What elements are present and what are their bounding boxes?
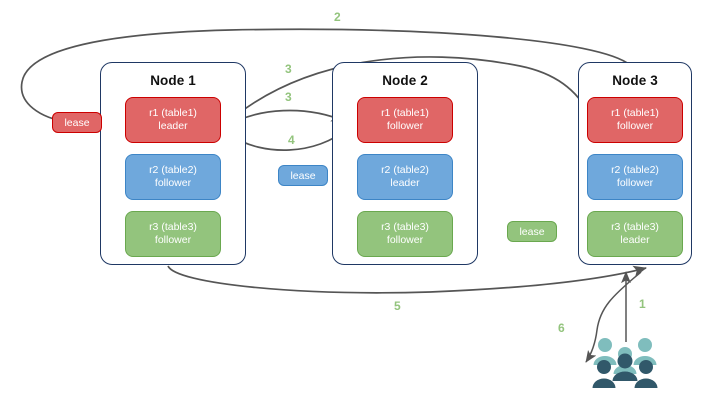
node-card-node2[interactable]: Node 2 r1 (table1) follower r2 (table2) … bbox=[332, 62, 478, 265]
replica-name: r2 (table2) bbox=[149, 164, 197, 176]
replica-name: r1 (table1) bbox=[611, 107, 659, 119]
replica-role: follower bbox=[616, 120, 654, 132]
replica-role: follower bbox=[616, 177, 654, 189]
step-label-3-lower: 3 bbox=[285, 90, 292, 104]
step-label-4: 4 bbox=[288, 133, 295, 147]
replica-name: r2 (table2) bbox=[611, 164, 659, 176]
replica-chip-r3[interactable]: r3 (table3) leader bbox=[587, 211, 683, 257]
replica-chip-r1[interactable]: r1 (table1) follower bbox=[587, 97, 683, 143]
replica-chip-r2[interactable]: r2 (table2) leader bbox=[357, 154, 453, 200]
replica-chip-r2[interactable]: r2 (table2) follower bbox=[125, 154, 221, 200]
replica-name: r2 (table2) bbox=[381, 164, 429, 176]
replica-role: leader bbox=[158, 120, 188, 132]
replica-role: leader bbox=[620, 234, 650, 246]
node-card-node3[interactable]: Node 3 r1 (table1) follower r2 (table2) … bbox=[578, 62, 692, 265]
replica-role: follower bbox=[154, 234, 192, 246]
node-title: Node 2 bbox=[382, 73, 428, 88]
replica-chip-r1[interactable]: r1 (table1) follower bbox=[357, 97, 453, 143]
step-label-3-upper: 3 bbox=[285, 62, 292, 76]
replica-name: r3 (table3) bbox=[149, 221, 197, 233]
replica-role: follower bbox=[154, 177, 192, 189]
step-label-5: 5 bbox=[394, 299, 401, 313]
step-label-6: 6 bbox=[558, 321, 565, 335]
node-title: Node 1 bbox=[150, 73, 196, 88]
node-title: Node 3 bbox=[612, 73, 658, 88]
node-card-node1[interactable]: Node 1 r1 (table1) leader r2 (table2) fo… bbox=[100, 62, 246, 265]
replica-chip-r2[interactable]: r2 (table2) follower bbox=[587, 154, 683, 200]
lease-badge-table3[interactable]: lease bbox=[507, 221, 557, 242]
lease-badge-table2[interactable]: lease bbox=[278, 165, 328, 186]
replica-role: leader bbox=[390, 177, 420, 189]
replica-name: r3 (table3) bbox=[381, 221, 429, 233]
replica-name: r3 (table3) bbox=[611, 221, 659, 233]
replica-chip-r3[interactable]: r3 (table3) follower bbox=[125, 211, 221, 257]
replica-role: follower bbox=[386, 234, 424, 246]
users-icon bbox=[592, 338, 658, 388]
replica-name: r1 (table1) bbox=[381, 107, 429, 119]
replica-chip-r1[interactable]: r1 (table1) leader bbox=[125, 97, 221, 143]
step-label-1: 1 bbox=[639, 297, 646, 311]
lease-badge-table1[interactable]: lease bbox=[52, 112, 102, 133]
replica-name: r1 (table1) bbox=[149, 107, 197, 119]
step-label-2: 2 bbox=[334, 10, 341, 24]
replica-chip-r3[interactable]: r3 (table3) follower bbox=[357, 211, 453, 257]
edge-5-node1-to-node3 bbox=[167, 265, 647, 294]
replica-role: follower bbox=[386, 120, 424, 132]
